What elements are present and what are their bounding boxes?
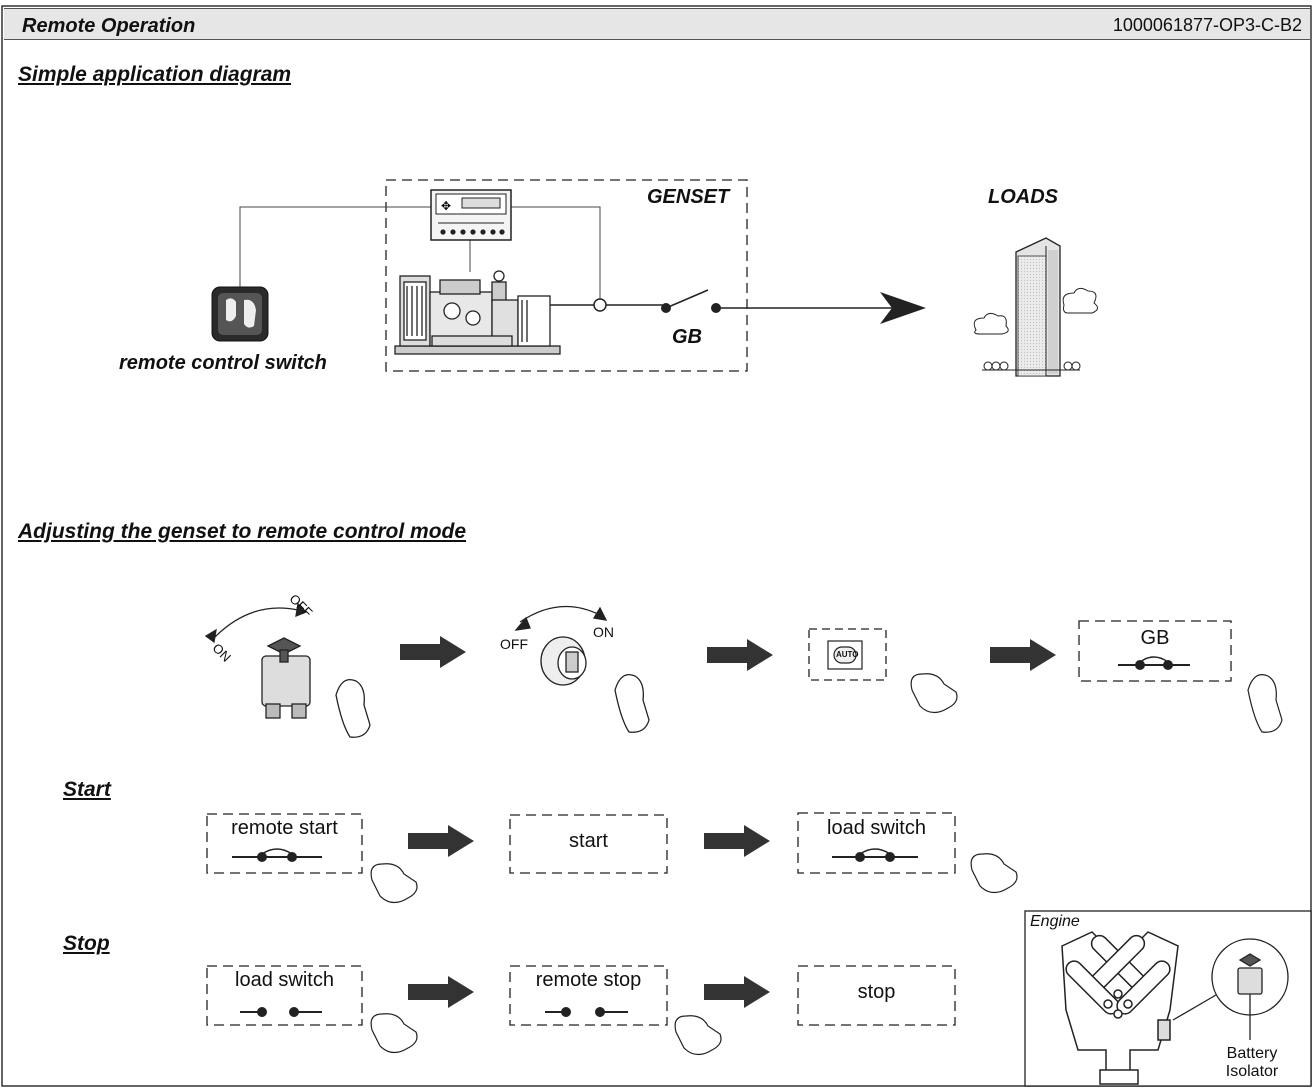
hand-icon [370, 863, 418, 904]
remote-start-box [206, 813, 363, 874]
battery-isolator-label: Battery Isolator [1212, 1045, 1292, 1081]
key-switch-icon [514, 605, 650, 733]
section-heading-simple-diagram: Simple application diagram [18, 63, 292, 86]
hand-icon [970, 853, 1018, 894]
remote-signal-wire [239, 206, 431, 287]
stop-box-label-1: load switch [235, 969, 334, 991]
start-box-label-2: start [569, 830, 608, 852]
step-arrow [707, 639, 773, 671]
closed-switch-icon [832, 848, 918, 862]
key-off-label: OFF [500, 636, 528, 652]
genset-boundary [385, 179, 748, 372]
open-switch-closed-icon [232, 848, 322, 862]
sensing-wire [511, 206, 601, 305]
start-box-label-1: remote start [231, 817, 338, 839]
stop-box [797, 965, 956, 1026]
battery-isolator-icon [204, 602, 371, 738]
arrowhead [880, 292, 926, 324]
stop-box-label-3: stop [857, 981, 896, 1003]
header-bar: Remote Operation 1000061877-OP3-C-B2 [4, 8, 1310, 40]
junction-node [593, 298, 607, 312]
stop-heading: Stop [63, 932, 110, 955]
building-icon [973, 237, 1098, 377]
svg-text:✥: ✥ [441, 199, 451, 213]
breaker-label: GB [672, 326, 702, 348]
step-arrow [408, 976, 474, 1008]
remote-switch-label: remote control switch [119, 352, 327, 374]
gb-box-boundary [1078, 620, 1232, 682]
start-box [509, 814, 668, 874]
document-code: 1000061877-OP3-C-B2 [1112, 15, 1302, 35]
step-arrow [704, 825, 770, 857]
step-arrow [704, 976, 770, 1008]
stop-box-label-2: remote stop [535, 969, 642, 991]
load-switch-box [797, 812, 956, 874]
gb-box-label: GB [1140, 627, 1170, 649]
open-switch-icon [240, 1007, 322, 1017]
remote-switch-icon [211, 286, 269, 342]
page-title: Remote Operation [22, 15, 196, 37]
hand-icon [910, 673, 958, 714]
outer-border [1, 5, 1312, 1087]
controller-icon: ✥ [430, 189, 512, 241]
open-switch-icon [545, 1007, 628, 1017]
loads-label: LOADS [988, 186, 1058, 208]
auto-button-label: AUTO [836, 650, 859, 659]
genset-label: GENSET [647, 186, 730, 208]
engine-inset-title: Engine [1030, 913, 1080, 930]
gb-closed-switch-icon [1118, 656, 1190, 670]
hand-icon [370, 1013, 418, 1054]
key-on-label: ON [593, 624, 614, 640]
start-heading: Start [63, 778, 111, 801]
battery-isolator-callout [1172, 938, 1289, 1040]
breaker-blade [665, 289, 709, 309]
section-heading-adjusting: Adjusting the genset to remote control m… [18, 520, 467, 543]
step-arrow [408, 825, 474, 857]
battery-isolator-label-line2: Isolator [1225, 1063, 1279, 1080]
start-box-label-3: load switch [827, 817, 926, 839]
remote-stop-box [509, 965, 668, 1026]
hand-icon [1247, 674, 1283, 733]
generator-icon [394, 270, 561, 355]
battery-isolator-label-line1: Battery [1226, 1045, 1278, 1062]
hand-icon [674, 1015, 722, 1056]
engine-v-block-icon [1061, 931, 1179, 1085]
step-arrow [400, 636, 466, 668]
step-arrow [990, 639, 1056, 671]
auto-button-icon [827, 640, 863, 670]
stop-load-switch-box [206, 965, 363, 1026]
